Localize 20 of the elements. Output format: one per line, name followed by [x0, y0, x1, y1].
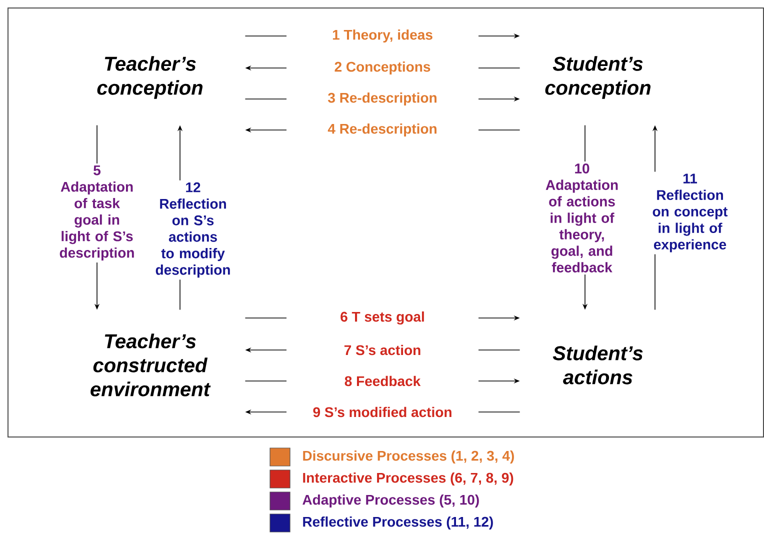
edge-label: 2 Conceptions — [286, 59, 478, 77]
edge-label: 5 Adaptation of task goal in light of S’s description — [55, 163, 139, 263]
stage-label: Student’s conception — [545, 56, 650, 99]
legend-label: Interactive Processes (6, 7, 8, 9) — [303, 472, 514, 486]
edge-label: 3 Re-description — [286, 90, 478, 108]
edge-label: 7 S’s action — [286, 342, 478, 358]
stage-label: Teacher’s conception — [97, 56, 202, 99]
stage-label: Teacher’s constructed environment — [90, 334, 211, 396]
legend-label: Reflective Processes (11, 12) — [303, 516, 493, 530]
edge-label: 6 T sets goal — [286, 309, 478, 327]
edge-label: 4 Re-description — [286, 121, 478, 139]
legend-label: Discursive Processes (1, 2, 3, 4) — [303, 450, 514, 464]
legend-label: Adaptive Processes (5, 10) — [302, 494, 479, 508]
edge-label: 11 Reflection on concept in light of experience — [649, 172, 731, 254]
edge-label: 1 Theory, ideas — [286, 27, 478, 45]
edge-label: 12 Reflection on S’s actions to modify description — [151, 180, 235, 280]
edge-label: 9 S’s modified action — [286, 404, 478, 420]
stage-label: Student’s actions — [552, 346, 643, 384]
edge-label: 8 Feedback — [286, 374, 478, 388]
edge-label: 10 Adaptation of actions in light of theory, goal, and feedback — [538, 162, 626, 274]
